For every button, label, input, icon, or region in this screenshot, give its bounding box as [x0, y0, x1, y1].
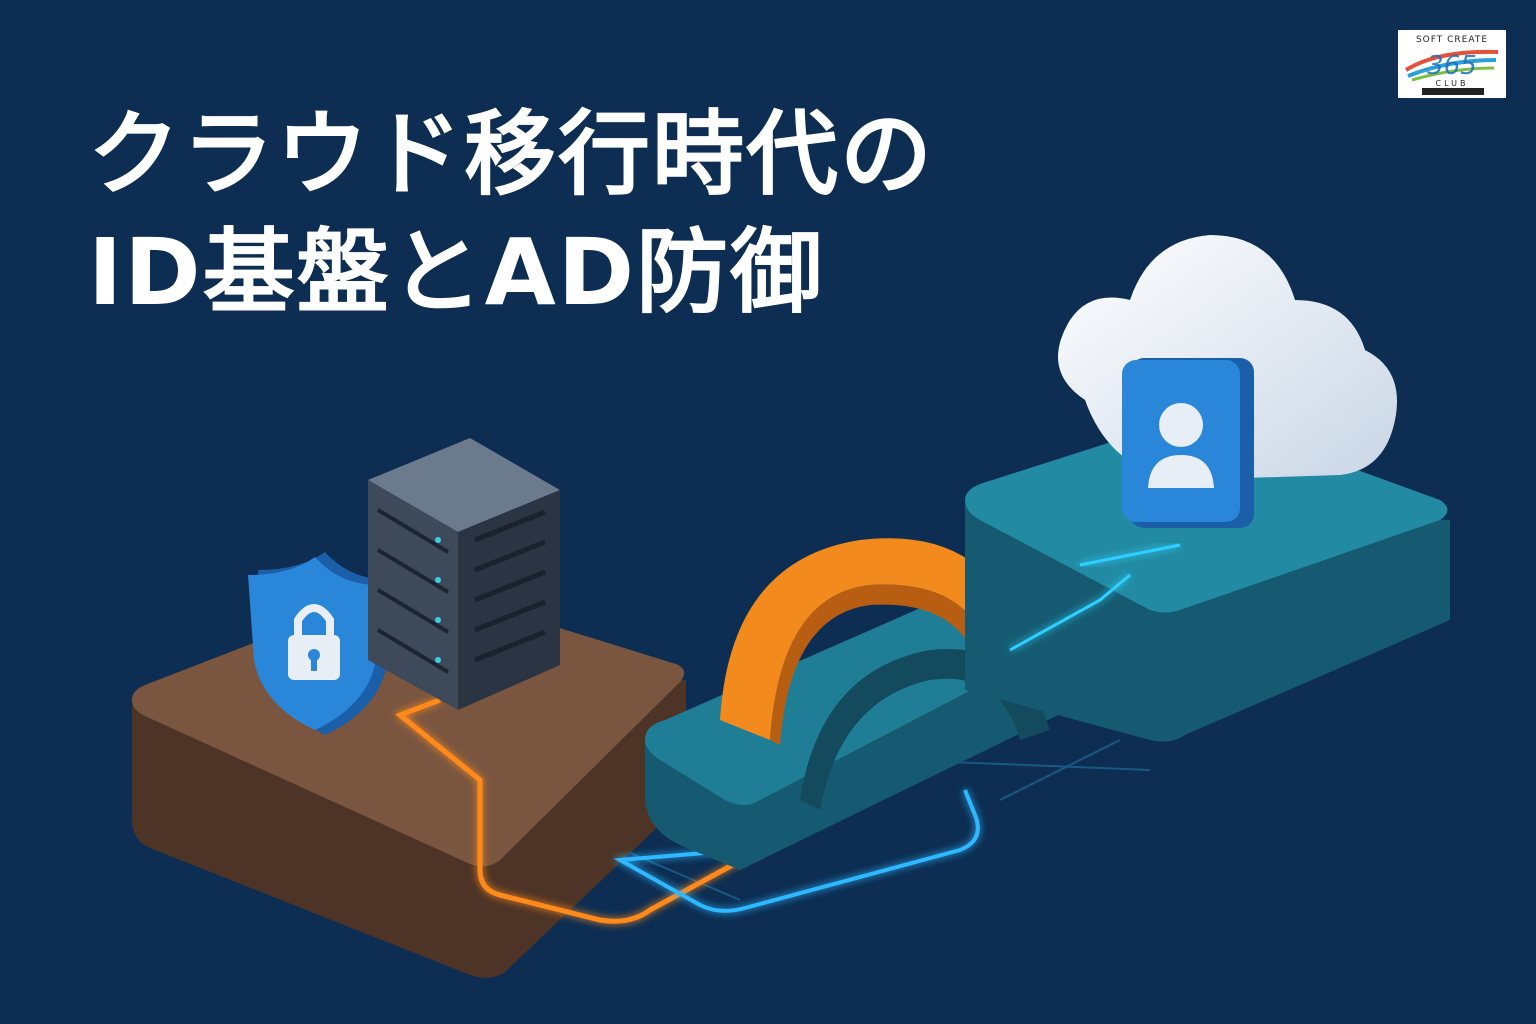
user-id-icon	[1122, 358, 1254, 528]
orange-connection-line	[395, 697, 762, 924]
svg-text:365: 365	[1427, 51, 1477, 81]
page-title: クラウド移行時代の ID基盤とAD防御	[88, 96, 934, 332]
title-line-1: クラウド移行時代の	[88, 101, 935, 208]
shield-lock-icon	[248, 552, 390, 735]
title-line-2: ID基盤とAD防御	[88, 219, 825, 326]
svg-text:CLUB: CLUB	[1436, 79, 1469, 88]
cyan-connection-line	[613, 789, 980, 913]
server-rack-icon	[368, 438, 560, 710]
svg-text:SOFT CREATE: SOFT CREATE	[1416, 35, 1488, 45]
bridge-arch-icon	[720, 538, 1020, 745]
soft-create-365-club-logo: SOFT CREATE 365 CLUB	[1398, 30, 1506, 98]
